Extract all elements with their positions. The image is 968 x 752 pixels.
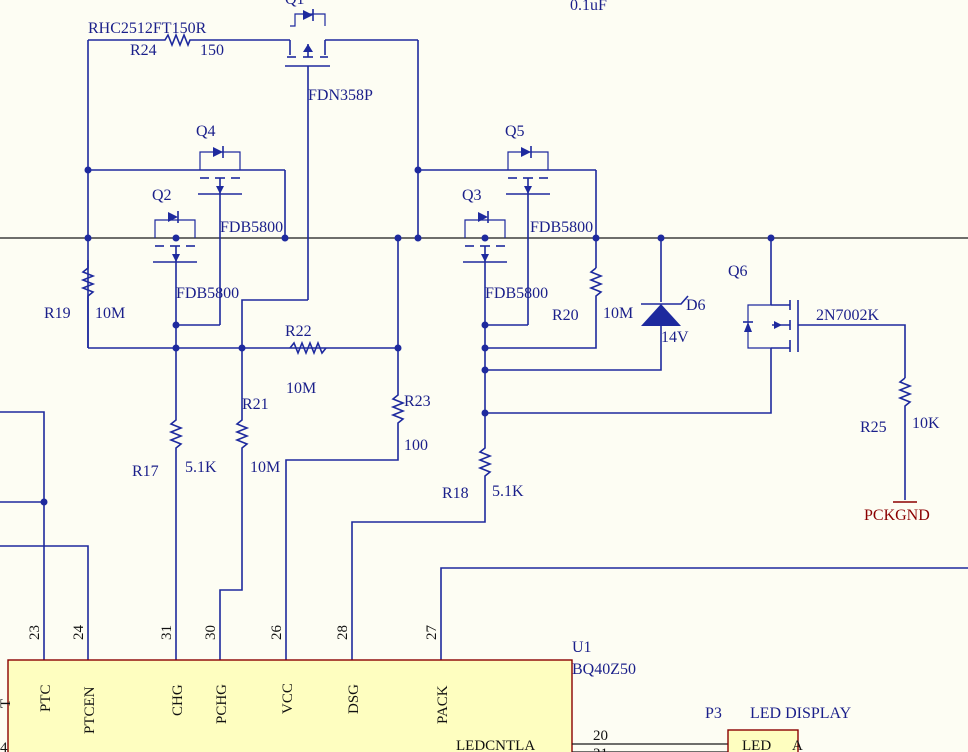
r18-value: 5.1K xyxy=(492,483,524,500)
r17-ref: R17 xyxy=(132,463,159,480)
u1-pin-name: CHG xyxy=(170,684,186,716)
q1-ref: Q1 xyxy=(285,0,305,8)
q3-mosfet[interactable] xyxy=(463,211,507,263)
wire-pack xyxy=(440,567,968,660)
top-partial-label: 0.1uF xyxy=(570,0,607,14)
wire-q6-gate xyxy=(798,324,906,378)
u1-pin-20-number: 20 xyxy=(593,728,608,744)
q3-ref: Q3 xyxy=(462,187,482,204)
q2-mosfet[interactable] xyxy=(153,211,197,263)
pckgnd-net-label: PCKGND xyxy=(864,507,930,524)
p3-ref: P3 xyxy=(705,705,722,722)
d6-ref: D6 xyxy=(686,297,706,314)
wire-q1-gate-to-r21 xyxy=(241,299,308,348)
q2-ref: Q2 xyxy=(152,187,172,204)
r20-resistor[interactable] xyxy=(485,267,604,349)
r19-ref: R19 xyxy=(44,305,71,322)
d6-zener-diode[interactable] xyxy=(641,295,689,326)
r18-ref: R18 xyxy=(442,485,469,502)
u1-pin-number: 30 xyxy=(203,625,219,640)
r24-resistor[interactable] xyxy=(88,32,290,48)
q6-ref: Q6 xyxy=(728,263,748,280)
r23-value: 100 xyxy=(404,437,428,454)
u1-pin-number: 31 xyxy=(159,625,175,640)
r24-part: RHC2512FT150R xyxy=(88,20,207,37)
r23-ref: R23 xyxy=(404,393,431,410)
u1-pin-number: 28 xyxy=(335,625,351,640)
r22-ref: R22 xyxy=(285,323,312,340)
u1-pin-21-number: 21 xyxy=(593,746,608,752)
q5-ref: Q5 xyxy=(505,123,525,140)
u1-pin-number: 27 xyxy=(424,625,440,641)
q2-part: FDB5800 xyxy=(176,285,239,302)
p3-connector-body[interactable] xyxy=(727,729,799,752)
wire-ptc xyxy=(0,411,45,660)
u1-part: BQ40Z50 xyxy=(572,661,636,678)
p3-pin-label: LED xyxy=(742,738,771,752)
p3-pin-side: A xyxy=(792,738,803,752)
q6-mosfet[interactable] xyxy=(743,300,799,352)
u1-ic-body[interactable] xyxy=(7,659,573,752)
u1-ref: U1 xyxy=(572,639,592,656)
q5-mosfet[interactable] xyxy=(506,146,550,325)
q4-part: FDB5800 xyxy=(220,219,283,236)
r25-resistor[interactable] xyxy=(897,377,913,500)
u1-ledcntla-label: LEDCNTLA xyxy=(456,738,535,752)
wire-ptcen xyxy=(0,545,89,660)
u1-pin-number: 23 xyxy=(27,625,43,640)
u1-pin-number-left: 4 xyxy=(0,740,8,752)
r18-resistor[interactable] xyxy=(351,440,493,660)
q1-mosfet[interactable] xyxy=(285,9,330,300)
r21-value: 10M xyxy=(250,459,280,476)
u1-pin-name: PTC xyxy=(38,684,54,712)
u1-pin-name: PTCEN xyxy=(82,686,98,734)
p3-name: LED DISPLAY xyxy=(750,705,852,722)
wire-q6-source xyxy=(485,348,772,414)
q5-part: FDB5800 xyxy=(530,219,593,236)
r21-resistor[interactable] xyxy=(219,348,250,660)
q1-part: FDN358P xyxy=(308,87,373,104)
u1-pin-name: PCHG xyxy=(214,684,230,724)
r22-resistor[interactable] xyxy=(289,340,327,356)
r20-ref: R20 xyxy=(552,307,579,324)
r25-ref: R25 xyxy=(860,419,887,436)
r24-value: 150 xyxy=(200,42,224,59)
u1-pin-name-left: T xyxy=(0,699,14,708)
r19-resistor[interactable] xyxy=(80,260,96,348)
r20-value: 10M xyxy=(603,305,633,322)
q3-part: FDB5800 xyxy=(485,285,548,302)
junction-dots xyxy=(40,166,775,506)
u1-pin-name: VCC xyxy=(280,683,296,714)
q4-ref: Q4 xyxy=(196,123,216,140)
u1-pin-name: DSG xyxy=(346,684,362,714)
u1-pin-number: 24 xyxy=(71,625,87,641)
r17-resistor[interactable] xyxy=(168,410,184,660)
r21-ref: R21 xyxy=(242,396,269,413)
r22-value: 10M xyxy=(286,380,316,397)
q4-mosfet[interactable] xyxy=(198,146,242,325)
r23-resistor[interactable] xyxy=(285,390,406,660)
r24-ref: R24 xyxy=(130,42,157,59)
r25-value: 10K xyxy=(912,415,940,432)
r17-value: 5.1K xyxy=(185,459,217,476)
r19-value: 10M xyxy=(95,305,125,322)
u1-pin-number: 26 xyxy=(269,625,285,641)
d6-value: 14V xyxy=(661,329,689,346)
u1-pin-name: PACK xyxy=(435,685,451,724)
q6-part: 2N7002K xyxy=(816,307,880,324)
wire-d6-bottom xyxy=(485,326,662,371)
